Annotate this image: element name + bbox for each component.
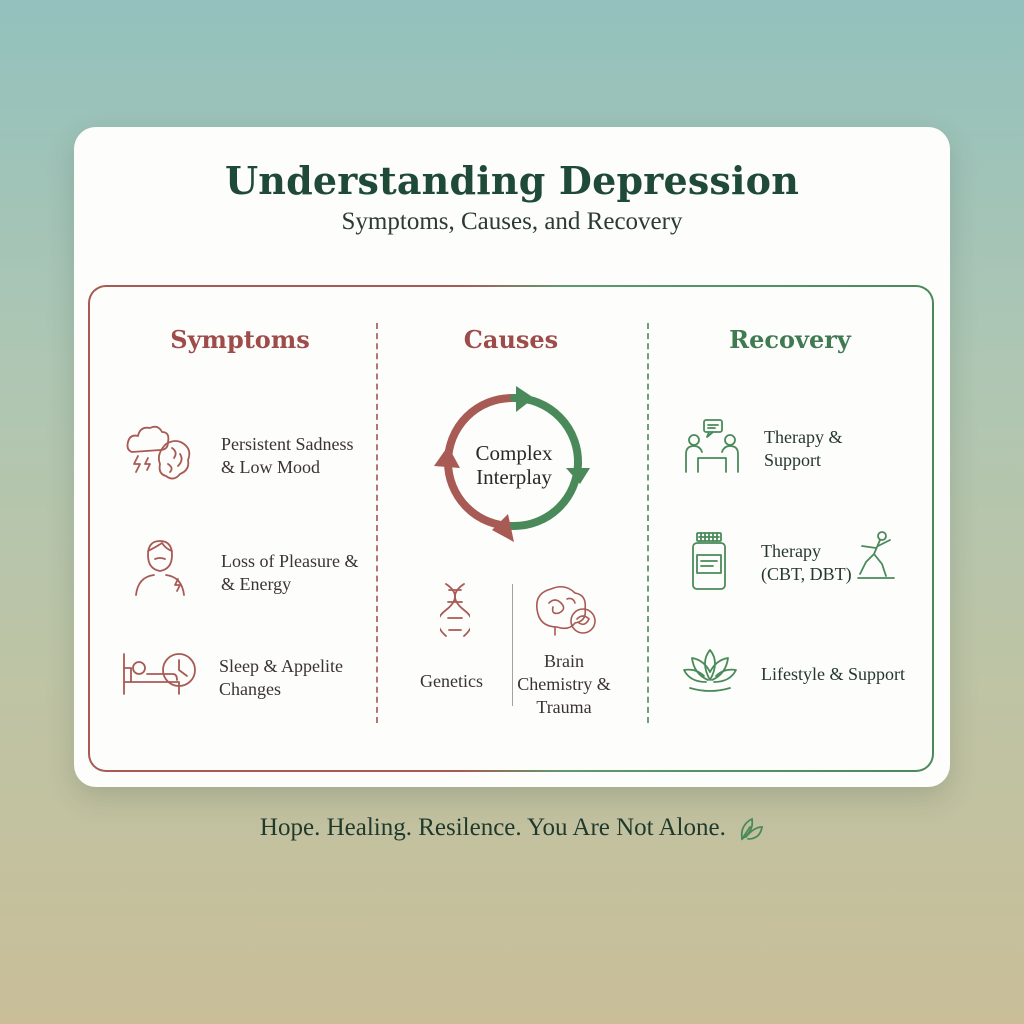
symptom-2-text: Loss of Pleasure & & Energy [221,550,358,596]
cycle-label-line2: Interplay [476,465,552,489]
causes-heading: Causes [463,325,559,354]
footer-tagline: Hope. Healing. Resilence. You Are Not Al… [259,814,726,841]
recovery-2-text: Therapy (CBT, DBT) [761,540,852,586]
brain-roses-icon [535,585,596,636]
brain-line2: Chemistry & [517,674,611,694]
brain-line1: Brain [544,651,584,671]
recovery-1-line1: Therapy & [764,427,843,447]
brain-chemistry-text: Brain Chemistry & Trauma [513,650,615,719]
dna-icon [440,583,470,637]
symptom-2-line1: Loss of Pleasure & [221,551,359,571]
causes-separator [512,584,513,706]
recovery-2-line1: Therapy [761,541,821,561]
brain-line3: Trauma [536,697,592,717]
footer-tagline-row: Hope. Healing. Resilence. You Are Not Al… [0,814,1024,843]
recovery-1-text: Therapy & Support [764,426,842,472]
symptom-3-line2: Changes [219,679,281,699]
cycle-arrows-icon [434,386,590,542]
divider-causes-recovery [647,323,649,723]
recovery-2-line2: (CBT, DBT) [761,564,852,584]
symptom-3-text: Sleep & Appelite Changes [219,655,343,701]
leaf-icon [740,817,764,841]
symptom-3-line1: Sleep & Appelite [219,656,343,676]
medication-bottle-icon [692,532,726,590]
exercise-figure-icon [857,531,895,579]
recovery-3-text: Lifestyle & Support [761,663,905,686]
therapy-session-icon [685,419,739,473]
person-icon [135,540,185,596]
recovery-heading: Recovery [729,325,851,354]
page-subtitle: Symptoms, Causes, and Recovery [341,208,683,235]
recovery-3-line1: Lifestyle & Support [761,664,905,684]
recovery-1-line2: Support [764,450,822,470]
symptom-2-line2: & Energy [221,574,292,594]
symptoms-heading: Symptoms [170,325,310,354]
cycle-label: Complex Interplay [451,441,577,489]
divider-symptoms-causes [376,323,378,723]
genetics-label: Genetics [420,671,483,691]
symptom-1-line1: Persistent Sadness [221,434,354,454]
bed-clock-icon [123,653,196,695]
cloud-brain-icon [126,425,191,480]
cycle-label-line1: Complex [475,441,553,465]
page-title: Understanding Depression [224,158,800,203]
lotus-icon [683,649,737,692]
symptom-1-line2: & Low Mood [221,457,320,477]
symptom-1-text: Persistent Sadness & Low Mood [221,433,354,479]
